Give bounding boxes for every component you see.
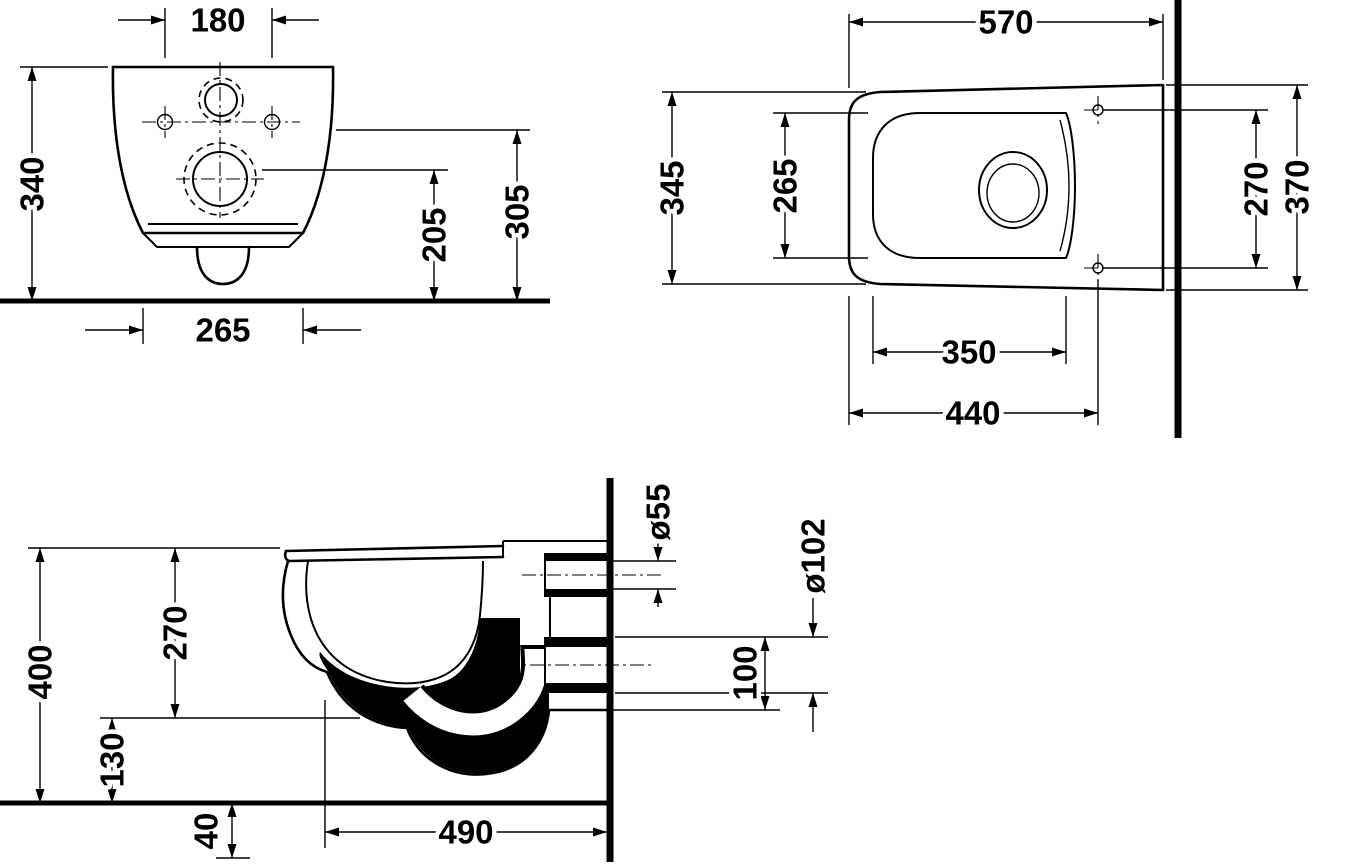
dim-side-outlet-dia: ø102 <box>795 518 832 593</box>
side-flush-pipe <box>544 553 607 637</box>
front-dim-hole-spacing: 180 <box>118 0 319 58</box>
plan-dim-bowl-width: 265 <box>762 112 868 259</box>
front-fixing-holes <box>142 106 300 138</box>
dim-plan-depth: 570 <box>978 4 1033 41</box>
dim-side-depth: 490 <box>438 814 493 851</box>
side-dim-flush-pipe-dia: ø55 <box>612 479 681 607</box>
dim-plan-bowl-length: 350 <box>941 334 996 371</box>
dim-side-flush-pipe-dia: ø55 <box>640 484 677 541</box>
dim-side-upper-height: 270 <box>157 605 194 660</box>
dim-front-rim-height: 305 <box>499 184 536 239</box>
plan-dim-back-width: 370 <box>1166 84 1320 291</box>
plan-view: 570 345 265 270 370 <box>649 0 1320 438</box>
plan-dim-front-to-holes: 440 <box>848 280 1099 436</box>
front-toilet-body <box>111 65 335 286</box>
front-drain-hole <box>176 62 264 218</box>
dim-front-hole-spacing: 180 <box>190 2 245 39</box>
side-dim-total-height: 400 <box>17 547 280 803</box>
front-view: 180 340 305 205 265 <box>0 0 550 353</box>
side-section-fill <box>305 560 552 774</box>
plan-dim-hole-spacing: 270 <box>1104 109 1279 269</box>
plan-fixing-holes <box>1084 96 1112 282</box>
dim-side-total-height: 400 <box>22 644 59 699</box>
side-dim-lower-height: 130 <box>89 718 135 803</box>
dim-plan-back-width: 370 <box>1279 159 1316 214</box>
side-dim-upper-height: 270 <box>100 548 360 719</box>
dim-plan-front-to-holes: 440 <box>945 395 1000 432</box>
front-dim-rim-height: 305 <box>336 129 540 301</box>
front-inlet-hole <box>198 77 244 123</box>
dim-side-outlet-drop: 100 <box>727 645 764 700</box>
dim-front-outlet-height: 205 <box>416 207 453 262</box>
dim-plan-hole-spacing: 270 <box>1238 161 1275 216</box>
plan-toilet-body <box>847 83 1165 292</box>
dim-front-base-width: 265 <box>195 312 250 349</box>
side-dim-outlet-drop: 100 <box>612 637 780 711</box>
plan-dim-bowl-length: 350 <box>872 296 1067 375</box>
plan-dim-depth: 570 <box>848 0 1164 88</box>
front-dim-base-width: 265 <box>85 307 361 353</box>
dim-plan-bowl-width: 265 <box>767 158 804 213</box>
dim-front-total-height: 340 <box>14 156 51 211</box>
plan-dim-front-width: 345 <box>649 91 866 285</box>
dim-plan-front-width: 345 <box>654 160 691 215</box>
dim-side-below-floor: 40 <box>188 813 225 850</box>
side-toilet-body <box>281 540 609 776</box>
front-dim-total-height: 340 <box>9 66 108 301</box>
side-dim-below-floor: 40 <box>183 803 250 859</box>
side-dim-outlet-dia: ø102 <box>615 514 836 732</box>
dim-side-lower-height: 130 <box>94 732 131 787</box>
side-dim-depth: 490 <box>324 700 607 855</box>
side-view: 400 270 130 40 490 <box>0 478 836 862</box>
front-dim-outlet-height: 205 <box>262 169 457 301</box>
